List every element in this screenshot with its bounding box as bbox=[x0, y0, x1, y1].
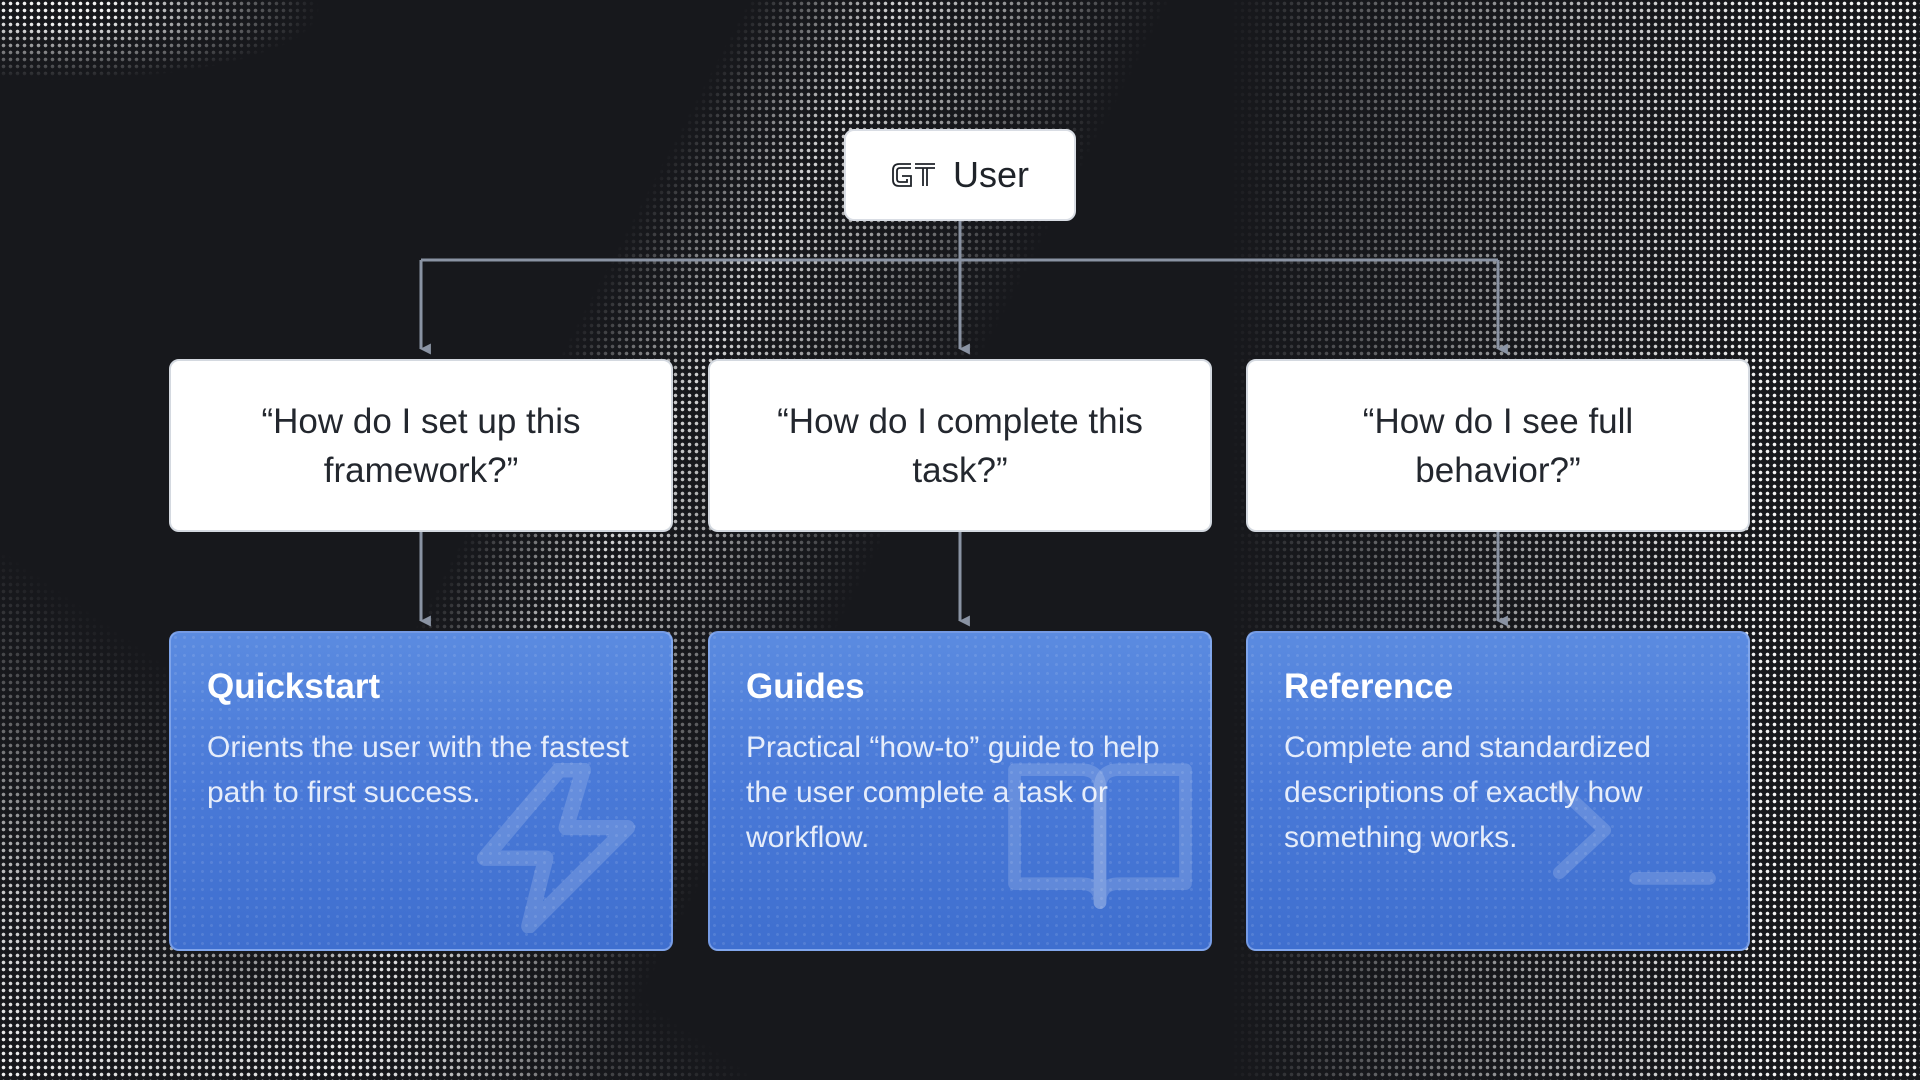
question-text: “How do I set up this framework?” bbox=[261, 401, 581, 490]
card-guides: Guides Practical “how-to” guide to help … bbox=[708, 631, 1212, 951]
card-title: Guides bbox=[746, 667, 865, 706]
question-text: “How do I complete this task?” bbox=[777, 401, 1143, 490]
user-node: User bbox=[844, 129, 1076, 221]
card-title: Reference bbox=[1284, 667, 1454, 706]
card-description: Complete and standardized descriptions o… bbox=[1284, 731, 1651, 854]
question-node-behavior: “How do I see full behavior?” bbox=[1246, 359, 1750, 532]
user-node-label: User bbox=[952, 154, 1029, 195]
lightning-bolt-icon bbox=[476, 763, 636, 933]
question-node-setup: “How do I set up this framework?” bbox=[169, 359, 673, 532]
card-reference: Reference Complete and standardized desc… bbox=[1246, 631, 1750, 951]
question-text: “How do I see full behavior?” bbox=[1362, 401, 1634, 490]
question-node-task: “How do I complete this task?” bbox=[708, 359, 1212, 532]
card-quickstart: Quickstart Orients the user with the fas… bbox=[169, 631, 673, 951]
open-book-icon bbox=[1008, 763, 1192, 910]
card-description: Practical “how-to” guide to help the use… bbox=[746, 731, 1160, 854]
card-description: Orients the user with the fastest path t… bbox=[207, 731, 629, 809]
gt-logo-icon bbox=[892, 163, 935, 187]
terminal-prompt-icon bbox=[1552, 781, 1716, 885]
card-title: Quickstart bbox=[207, 667, 381, 706]
